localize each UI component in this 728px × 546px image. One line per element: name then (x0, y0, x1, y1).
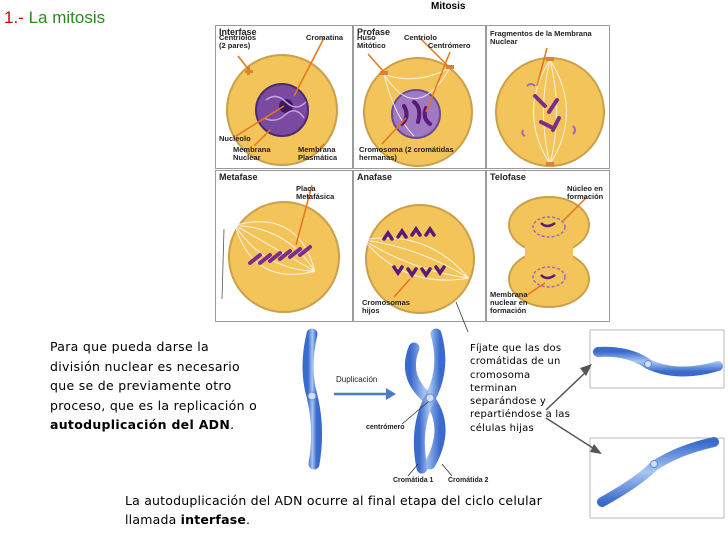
cromatida2-label: Cromátida 2 (448, 477, 489, 484)
intro-bold: autoduplicación del ADN (50, 417, 231, 432)
label-centriolos: Centriolos (2 pares) (219, 33, 257, 50)
panel-name: Metafase (219, 172, 258, 182)
interfase-text: La autoduplicación del ADN ocurre al fin… (125, 493, 542, 527)
duplication-diagram (302, 328, 446, 474)
intro-text: Para que pueda darse la división nuclear… (50, 339, 258, 413)
anafase-cell-illustration (362, 204, 475, 314)
panel-profase: Profase Huso Mitótico Centriolo Centróme… (353, 25, 486, 169)
cromatida-pointers (407, 463, 453, 477)
label-membrana-plasmatica: Membrana Plasmática (298, 145, 338, 162)
label-nucleo-formacion: Núcleo en formación (567, 184, 604, 201)
label-huso-mitotico: Huso Mitótico (357, 33, 386, 50)
interfase-paragraph: La autoduplicación del ADN ocurre al fin… (125, 491, 585, 529)
metafase-cell-illustration (221, 184, 340, 313)
prometafase-cell-illustration (495, 47, 605, 167)
panel-prometafase: Fragmentos de la Membrana Nuclear (486, 25, 610, 169)
panel-telofase: Telofase Núcleo en formación Membrana nu… (486, 170, 610, 322)
panel-name: Telofase (490, 172, 526, 182)
panel-name: Anafase (357, 172, 393, 182)
label-membrana-nuclear-formacion: Membrana nuclear en formación (490, 290, 528, 315)
interfase-cell-illustration (226, 37, 338, 166)
title-number: 1.- (4, 8, 24, 27)
interfase-bold: interfase (180, 512, 247, 527)
label-fragmentos-membrana: Fragmentos de la Membrana Nuclear (490, 29, 592, 46)
panel-interfase: Interfase Centriolos (2 pares) Cromatina… (215, 25, 353, 169)
intro-paragraph: Para que pueda darse la división nuclear… (50, 337, 262, 435)
centromero-label: centrómero (366, 424, 405, 431)
telofase-cell-illustration (508, 196, 590, 308)
label-cromatina: Cromatina (306, 33, 344, 42)
label-placa-metafasica: Placa Metafásica (296, 184, 335, 201)
slide-title: 1.- La mitosis (4, 8, 105, 28)
label-centromero: Centrómero (428, 41, 471, 50)
label-cromosomas-hijos: Cromosomas hijos (362, 298, 410, 315)
interfase-end: . (246, 512, 251, 527)
label-cromosoma: Cromosoma (2 cromátidas hermanas) (359, 145, 454, 162)
duplicacion-label: Duplicación (336, 375, 378, 384)
cromatida1-label: Cromátida 1 (393, 477, 434, 484)
title-text: La mitosis (28, 8, 106, 27)
panel-metafase: Metafase Placa Metafásica (215, 170, 353, 322)
panel-name: Profase (357, 27, 391, 37)
figure-header: Mitosis (431, 1, 466, 12)
daughter-chromatids (589, 329, 725, 519)
label-membrana-nuclear: Membrana Nuclear (233, 145, 271, 162)
label-centriolo: Centriolo (404, 33, 437, 42)
panel-name: Interfase (219, 27, 257, 37)
note-text: Fíjate que las dos cromátidas de un crom… (470, 343, 571, 434)
label-nucleolo: Nucleolo (219, 134, 251, 143)
profase-cell-illustration (363, 37, 473, 167)
panel-anafase: Anafase Cromosomas hijos (353, 170, 486, 322)
intro-end: . (230, 417, 235, 432)
